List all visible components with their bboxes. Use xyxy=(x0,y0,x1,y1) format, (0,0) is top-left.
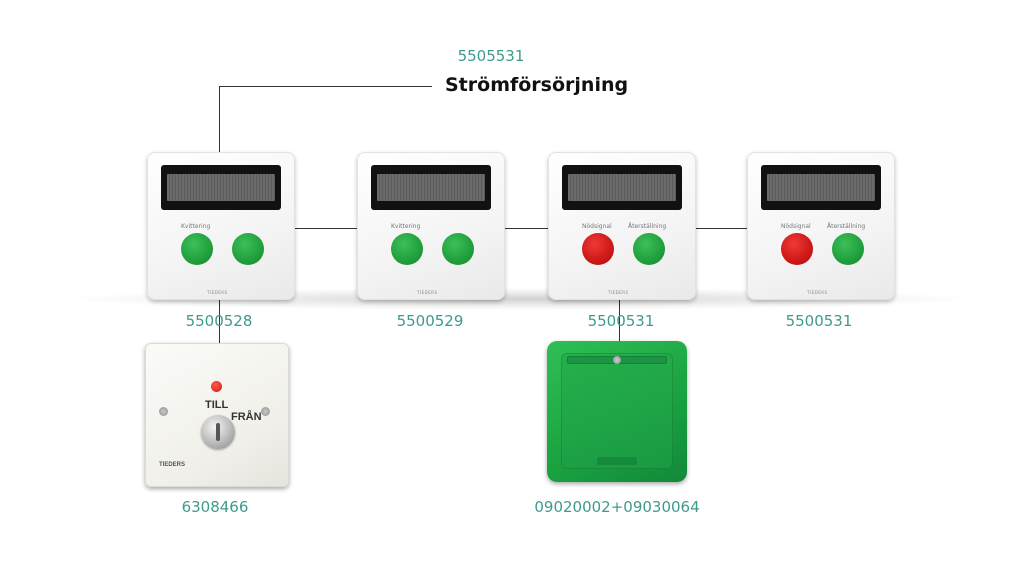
emergency-signal-button[interactable] xyxy=(582,233,614,265)
button-label: Kvittering xyxy=(391,223,420,230)
brand-label: TIEDERS xyxy=(807,290,828,295)
button-label: Kvittering xyxy=(181,223,210,230)
alarm-panel-2: Kvittering TIEDERS xyxy=(357,152,505,300)
button-label: Återställning xyxy=(827,223,865,230)
key-switch-code: 6308466 xyxy=(182,498,249,516)
acknowledge-button[interactable] xyxy=(181,233,213,265)
power-supply-code: 5505531 xyxy=(458,47,525,65)
panel-1-code: 5500528 xyxy=(186,312,253,330)
socket-code: 09020002+09030064 xyxy=(534,498,699,516)
socket-lid[interactable] xyxy=(561,353,673,469)
on-label: TILL xyxy=(205,399,228,411)
screw-icon xyxy=(159,407,168,416)
panel-button-2[interactable] xyxy=(232,233,264,265)
alarm-panel-3: Nödsignal Återställning TIEDERS xyxy=(548,152,696,300)
wire-bus-3 xyxy=(696,228,747,229)
brand-label: TIEDERS xyxy=(207,290,228,295)
panel-2-code: 5500529 xyxy=(397,312,464,330)
panel-display xyxy=(371,165,491,210)
alarm-panel-1: Kvittering TIEDERS xyxy=(147,152,295,300)
panel-button-2[interactable] xyxy=(442,233,474,265)
key-switch: TILL FRÅN TIEDERS xyxy=(145,343,289,487)
reset-button[interactable] xyxy=(633,233,665,265)
emergency-signal-button[interactable] xyxy=(781,233,813,265)
panel-4-code: 5500531 xyxy=(786,312,853,330)
acknowledge-button[interactable] xyxy=(391,233,423,265)
panel-display xyxy=(161,165,281,210)
alarm-panel-4: Nödsignal Återställning TIEDERS xyxy=(747,152,895,300)
button-label: Nödsignal xyxy=(781,223,811,230)
panel-3-code: 5500531 xyxy=(588,312,655,330)
indicator-led xyxy=(211,381,222,392)
button-label: Återställning xyxy=(628,223,666,230)
brand-label: TIEDERS xyxy=(608,290,629,295)
wire-bus-1 xyxy=(295,228,357,229)
button-label: Nödsignal xyxy=(582,223,612,230)
wire-bus-2 xyxy=(505,228,548,229)
lid-notch xyxy=(597,457,637,465)
wire-power-vertical xyxy=(219,86,220,152)
off-label: FRÅN xyxy=(231,411,262,423)
brand-label: TIEDERS xyxy=(417,290,438,295)
key-lock[interactable] xyxy=(201,415,235,449)
brand-label: TIEDERS xyxy=(159,462,185,468)
wire-power-horizontal xyxy=(219,86,432,87)
screw-icon xyxy=(613,356,621,364)
reset-button[interactable] xyxy=(832,233,864,265)
panel-display xyxy=(761,165,881,210)
screw-icon xyxy=(261,407,270,416)
power-supply-label: Strömförsörjning xyxy=(445,74,628,96)
outlet-socket xyxy=(547,341,687,482)
panel-display xyxy=(562,165,682,210)
